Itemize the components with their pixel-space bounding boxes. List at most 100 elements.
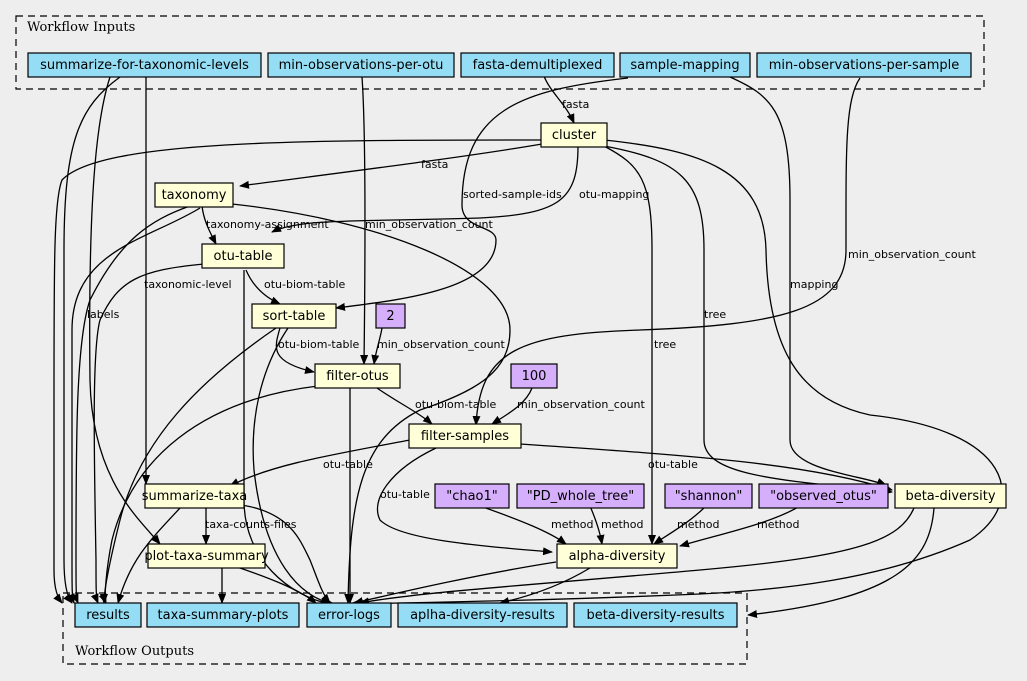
edge-otu-table-results (90, 263, 205, 604)
node-label: plot-taxa-summary (144, 549, 269, 564)
node-box (619, 52, 751, 78)
edge-min-obs-sample-filter-samples (472, 77, 861, 426)
output-node-taxa-summary-plots[interactable]: taxa-summary-plots (146, 602, 300, 628)
node-box (434, 483, 510, 509)
step-node-filter-samples[interactable]: filter-samples (408, 423, 522, 449)
node-label: beta-diversity (905, 489, 995, 504)
const-node-pd-whole-tree[interactable]: "PD_whole_tree" (516, 483, 645, 509)
output-node-results[interactable]: results (74, 602, 142, 628)
edge-filter-otus-results (98, 385, 319, 604)
step-node-summarize-taxa[interactable]: summarize-taxa (142, 483, 248, 509)
edge-summarize-taxa-error-logs (233, 503, 331, 604)
input-node-min-observations-per-sample[interactable]: min-observations-per-sample (756, 52, 972, 78)
step-node-sort-table[interactable]: sort-table (251, 303, 337, 329)
nodes: summarize-for-taxonomic-levels min-obser… (27, 52, 1007, 628)
edge-label-taxa-counts-files: taxa-counts-files (205, 518, 297, 531)
edge-min-obs-otu-filter-otus (360, 76, 369, 365)
edge-label-labels: labels (87, 308, 120, 321)
const-node-observed-otus[interactable]: "observed_otus" (758, 483, 889, 509)
edge-sort-table-error-logs (252, 327, 335, 607)
node-box (251, 303, 337, 329)
edge-label-fasta-taxonomy: fasta (421, 158, 448, 171)
edge-cluster-beta-tree (603, 145, 893, 496)
const-node-2[interactable]: 2 (375, 303, 406, 329)
edge-filter-samples-summarize-taxa (229, 439, 411, 487)
outputs-cluster-title: Workflow Outputs (75, 644, 194, 659)
edge-taxonomy-error-logs (231, 203, 511, 604)
node-label: alpha-diversity (569, 549, 666, 564)
edge-otu-table-sort-table (245, 269, 281, 305)
node-box (74, 602, 142, 628)
edge-shannon-alpha (653, 505, 707, 545)
const-node-chao1[interactable]: "chao1" (434, 483, 510, 509)
edge-sample-mapping-beta (729, 76, 887, 486)
edge-plot-taxa-summary-error-logs (233, 565, 317, 604)
edge-beta-beta-diversity-results (747, 507, 935, 618)
node-label: min-observations-per-sample (769, 58, 960, 73)
edge-filter-samples-beta (519, 443, 893, 492)
edge-label-taxonomy-assignment: taxonomy-assignment (206, 218, 329, 231)
inputs-cluster: Workflow Inputs (15, 15, 985, 90)
step-node-alpha-diversity[interactable]: alpha-diversity (556, 543, 678, 569)
step-node-beta-diversity[interactable]: beta-diversity (894, 483, 1007, 509)
step-node-taxonomy[interactable]: taxonomy (154, 182, 234, 208)
outputs-cluster: Workflow Outputs (62, 592, 748, 665)
node-label: filter-otus (326, 369, 389, 384)
step-node-otu-table[interactable]: otu-table (201, 243, 285, 269)
output-node-beta-diversity-results[interactable]: beta-diversity-results (573, 602, 738, 628)
edge-sort-table-filter-otus (275, 327, 315, 374)
step-node-cluster[interactable]: cluster (540, 122, 608, 148)
node-label: fasta-demultiplexed (473, 58, 603, 73)
node-box (540, 122, 608, 148)
node-box (460, 52, 615, 78)
const-node-100[interactable]: 100 (510, 363, 558, 389)
node-box (154, 182, 234, 208)
node-box (201, 243, 285, 269)
edge-summarize-levels-results (63, 76, 121, 604)
node-box (375, 303, 406, 329)
output-node-aplha-diversity-results[interactable]: aplha-diversity-results (397, 602, 568, 628)
edge-cluster-error-logs (349, 139, 1003, 608)
edge-label-method-2: method (601, 518, 643, 531)
edge-chao1-alpha (479, 505, 567, 545)
input-node-min-observations-per-otu[interactable]: min-observations-per-otu (267, 52, 455, 78)
edge-filter-otus-filter-samples (373, 385, 433, 425)
inputs-cluster-title: Workflow Inputs (27, 20, 135, 35)
edge-sort-table-results (100, 327, 277, 604)
node-box (408, 423, 522, 449)
edge-label-min-obs-count-4: min_observation_count (517, 398, 646, 411)
step-node-filter-otus[interactable]: filter-otus (314, 363, 401, 389)
edge-observed-alpha (679, 505, 801, 548)
node-label: "observed_otus" (770, 489, 877, 504)
step-node-plot-taxa-summary[interactable]: plot-taxa-summary (144, 543, 269, 569)
const-node-shannon[interactable]: "shannon" (664, 483, 753, 509)
node-label: "chao1" (446, 489, 498, 504)
node-label: cluster (552, 128, 597, 143)
node-box (397, 602, 568, 628)
node-label: otu-table (214, 249, 273, 264)
edge-cluster-results (53, 139, 543, 604)
node-box (510, 363, 558, 389)
output-node-error-logs[interactable]: error-logs (306, 602, 392, 628)
node-box (664, 483, 753, 509)
edge-label-min-obs-count-2: min_observation_count (848, 248, 977, 261)
node-label: min-observations-per-otu (279, 58, 444, 73)
node-label: summarize-for-taxonomic-levels (40, 58, 249, 73)
edge-label-otu-mapping: otu-mapping (579, 188, 649, 201)
input-node-summarize-for-taxonomic-levels[interactable]: summarize-for-taxonomic-levels (27, 52, 262, 78)
edge-beta-error-logs (359, 507, 915, 606)
node-label: aplha-diversity-results (410, 608, 555, 623)
edge-label-mapping: mapping (790, 278, 838, 291)
node-label: taxonomy (162, 188, 227, 203)
input-node-fasta-demultiplexed[interactable]: fasta-demultiplexed (460, 52, 615, 78)
node-label: beta-diversity-results (586, 608, 724, 623)
edge-label-otu-table-3: otu-table (380, 488, 430, 501)
input-node-sample-mapping[interactable]: sample-mapping (619, 52, 751, 78)
edge-label-otu-biom-table-2: otu-biom-table (278, 338, 360, 351)
node-label: filter-samples (421, 429, 509, 444)
node-box (573, 602, 738, 628)
node-label: "PD_whole_tree" (527, 489, 634, 504)
edge-const2-filter-otus (371, 327, 383, 365)
edge-label-min-obs-count-3: min_observation_count (377, 338, 506, 351)
